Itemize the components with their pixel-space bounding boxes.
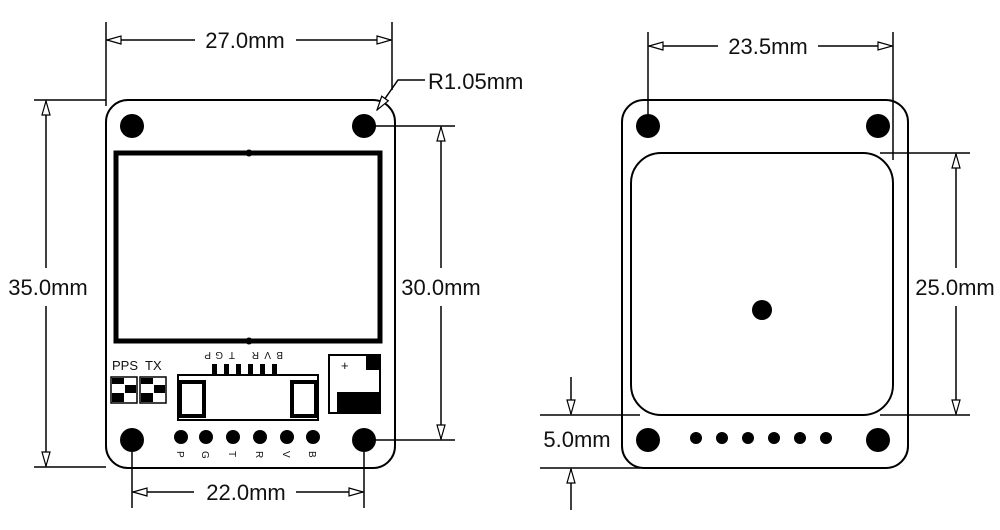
dimension-height-35: 35.0mm (8, 99, 106, 468)
bottom-pin-label-p: P (174, 451, 185, 458)
bottom-pin-label-b: B (306, 451, 317, 458)
back-pad-3 (742, 432, 754, 444)
dimension-antenna-height-25: 25.0mm (880, 152, 995, 416)
front-antenna-dot-top (245, 149, 253, 157)
bottom-offset-label: 5.0mm (543, 427, 610, 452)
dimension-hole-vertical-30: 30.0mm (368, 125, 481, 441)
battery: + (328, 354, 381, 414)
radius-label: R1.05mm (428, 69, 523, 94)
bottom-pin-label-r: R (253, 451, 264, 458)
tx-label: TX (145, 358, 162, 373)
back-pad-4 (768, 432, 780, 444)
back-pad-6 (820, 432, 832, 444)
back-hole-top-left (636, 114, 660, 138)
bottom-pin-label-t: T (226, 451, 237, 457)
front-antenna-dot-bottom (245, 337, 253, 345)
front-hole-top-left (120, 114, 144, 138)
back-hole-top-right (866, 114, 890, 138)
back-hole-bottom-right (866, 428, 890, 452)
pad-r (253, 430, 267, 444)
height-label: 35.0mm (8, 275, 87, 300)
antenna-height-label: 25.0mm (915, 275, 994, 300)
battery-plus-sign: + (341, 358, 349, 373)
pad-p (174, 430, 188, 444)
hole-vertical-label: 30.0mm (401, 275, 480, 300)
front-hole-top-right (352, 114, 376, 138)
dimension-width-27: 27.0mm (105, 22, 393, 106)
back-pad-1 (690, 432, 702, 444)
front-hole-bottom-left (120, 428, 144, 452)
pps-label: PPS (112, 358, 138, 373)
pad-t (226, 430, 240, 444)
back-hole-bottom-left (636, 428, 660, 452)
bottom-pin-label-v: V (280, 451, 291, 458)
pad-v (280, 430, 294, 444)
pps-switch (110, 376, 138, 404)
bottom-pin-label-g: G (199, 451, 210, 459)
tx-switch (139, 376, 167, 404)
top-pin-label-g: G (215, 349, 223, 360)
back-pad-2 (716, 432, 728, 444)
pin-connector (177, 364, 319, 421)
hole-width-label: 23.5mm (728, 34, 807, 59)
dimension-hole-horizontal-22: 22.0mm (131, 452, 365, 508)
back-view: 23.5mm 25.0mm 5.0mm (540, 32, 995, 510)
back-antenna-outline (630, 152, 894, 416)
top-pin-label-r: R (252, 349, 259, 360)
back-pad-5 (794, 432, 806, 444)
back-antenna-feed-point (752, 300, 772, 320)
width-label: 27.0mm (205, 28, 284, 53)
pad-b (306, 430, 320, 444)
connector-pin-labels: P G T R V B (204, 349, 283, 360)
front-view: PPS TX P G (8, 22, 523, 508)
dimension-hole-width-23-5: 23.5mm (647, 32, 894, 160)
hole-horizontal-label: 22.0mm (206, 480, 285, 505)
bottom-pin-labels: P G T R V B (174, 451, 317, 459)
front-hole-bottom-right (352, 428, 376, 452)
top-pin-label-t: T (229, 349, 235, 360)
top-pin-label-p: P (204, 349, 211, 360)
top-pin-label-b: B (276, 349, 283, 360)
pad-g (199, 430, 213, 444)
dimension-radius: R1.05mm (377, 69, 523, 110)
top-pin-label-v: V (264, 349, 271, 360)
dimension-bottom-offset-5: 5.0mm (540, 377, 640, 510)
